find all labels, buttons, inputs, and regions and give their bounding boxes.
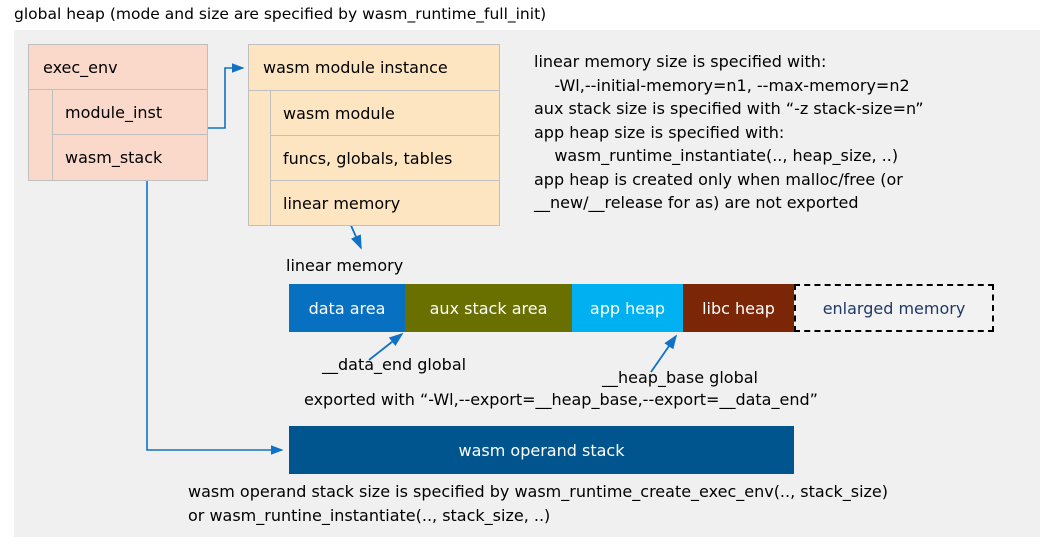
operand-stack-note: wasm operand stack size is specified by … [188, 482, 889, 525]
memory-segment-libc-heap: libc heap [683, 284, 794, 332]
wasm-operand-stack-box: wasm operand stack [289, 426, 794, 474]
wasm-module-instance-box: wasm module instance wasm module funcs, … [248, 44, 500, 226]
memory-segment-aux-stack-area: aux stack area [405, 284, 572, 332]
connector-heap-base [650, 334, 678, 373]
module-instance-field-linear-memory: linear memory [283, 194, 401, 213]
memory-segment-app-heap: app heap [572, 284, 683, 332]
module-instance-field-wasm-module: wasm module [271, 91, 499, 136]
exec-env-box: exec_env module_inst wasm_stack [28, 44, 208, 181]
exec-env-fields: module_inst wasm_stack [53, 90, 207, 180]
module-instance-body: wasm module funcs, globals, tables linea… [249, 91, 499, 226]
page-title: global heap (mode and size are specified… [14, 5, 547, 23]
module-instance-fields: wasm module funcs, globals, tables linea… [271, 91, 499, 226]
heap-base-annotation: __heap_base global [602, 368, 758, 387]
exec-env-field-module-inst: module_inst [53, 90, 207, 135]
exec-env-body: module_inst wasm_stack [29, 90, 207, 180]
exec-env-gutter [29, 90, 53, 180]
linear-memory-bar: data area aux stack area app heap libc h… [289, 284, 994, 332]
module-instance-field-funcs-globals-tables: funcs, globals, tables [271, 136, 499, 181]
exec-env-header: exec_env [29, 45, 207, 90]
memory-segment-data-area: data area [289, 284, 405, 332]
exported-with-annotation: exported with “-Wl,--export=__heap_base,… [304, 390, 818, 409]
diagram-panel: exec_env module_inst wasm_stack wasm mod… [14, 30, 1040, 537]
module-instance-gutter [249, 91, 271, 226]
exec-env-field-wasm-stack: wasm_stack [65, 148, 163, 167]
data-end-annotation: __data_end global [322, 355, 467, 374]
memory-bar-caption: linear memory [286, 256, 404, 275]
module-instance-header: wasm module instance [249, 45, 499, 91]
linear-memory-note: linear memory size is specified with: -W… [534, 52, 924, 212]
memory-segment-enlarged-memory: enlarged memory [794, 284, 994, 332]
